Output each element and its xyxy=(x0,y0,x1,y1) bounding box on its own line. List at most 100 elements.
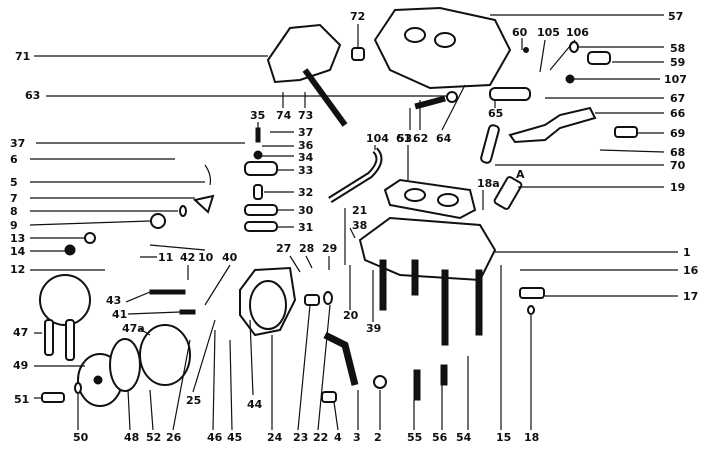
part-34 xyxy=(253,150,263,160)
leader-line-106 xyxy=(549,39,576,71)
part-label-54: 54 xyxy=(456,431,472,444)
part-57-bore-2 xyxy=(434,32,456,48)
part-57-top-cover xyxy=(373,6,512,90)
part-label-47a: 47a xyxy=(122,322,145,335)
leader-line-47a xyxy=(139,328,151,336)
leader-line-48 xyxy=(127,389,131,431)
leader-line-9 xyxy=(29,220,151,226)
part-label-22: 22 xyxy=(313,431,328,444)
part-71-cover xyxy=(266,23,342,84)
part-41 xyxy=(179,309,196,315)
leader-line-25 xyxy=(192,319,216,393)
part-label-48: 48 xyxy=(124,431,139,444)
part-label-73: 73 xyxy=(298,109,313,122)
part-label-106: 106 xyxy=(566,26,589,39)
part-label-17: 17 xyxy=(683,290,698,303)
part-label-28: 28 xyxy=(299,242,314,255)
part-22 xyxy=(323,291,333,305)
part-label-37: 37 xyxy=(10,137,25,150)
part-label-36: 36 xyxy=(298,139,314,152)
part-label-41: 41 xyxy=(112,308,127,321)
part-label-56: 56 xyxy=(432,431,448,444)
part-label-7: 7 xyxy=(10,192,18,205)
part-label-13: 13 xyxy=(10,232,25,245)
part-label-71: 71 xyxy=(15,50,30,63)
part-label-57: 57 xyxy=(668,10,683,23)
part-1-stud-1 xyxy=(379,259,387,311)
leader-line-27 xyxy=(289,255,301,273)
part-47-pipe-1 xyxy=(44,319,54,356)
part-51-screw xyxy=(41,392,65,403)
part-label-47: 47 xyxy=(13,326,28,339)
part-label-44: 44 xyxy=(247,398,263,411)
part-label-69: 69 xyxy=(670,127,685,140)
part-label-55: 55 xyxy=(407,431,422,444)
part-8 xyxy=(179,205,187,217)
part-47-pipe-2 xyxy=(65,319,75,361)
part-32 xyxy=(253,184,263,200)
part-47-cover xyxy=(39,274,91,326)
part-31 xyxy=(244,221,278,232)
part-48-diaphragm xyxy=(109,338,141,392)
part-label-24: 24 xyxy=(267,431,283,444)
leader-line-46 xyxy=(212,329,216,431)
part-label-53: 53 xyxy=(397,132,412,145)
part-label-37: 37 xyxy=(298,126,313,139)
part-43 xyxy=(149,289,186,295)
part-60 xyxy=(523,47,529,53)
leader-line-26 xyxy=(172,339,191,431)
part-label-68: 68 xyxy=(670,146,685,159)
part-104-hose-inner xyxy=(329,148,381,202)
part-14 xyxy=(64,244,76,256)
part-label-1: 1 xyxy=(683,246,691,259)
part-label-64: 64 xyxy=(436,132,452,145)
part-58 xyxy=(569,41,579,53)
part-1-main-body xyxy=(358,216,497,282)
part-label-10: 10 xyxy=(198,251,214,264)
leader-line-45 xyxy=(229,339,233,431)
part-53-hole-1 xyxy=(404,188,426,202)
part-65-tube xyxy=(489,87,531,101)
part-label-26: 26 xyxy=(166,431,182,444)
part-label-18a: 18a xyxy=(477,177,500,190)
part-17-jet xyxy=(519,287,545,299)
leader-line-22 xyxy=(317,304,331,431)
part-label-15: 15 xyxy=(496,431,511,444)
part-66-lever xyxy=(508,106,597,144)
part-label-32: 32 xyxy=(298,186,313,199)
part-label-34: 34 xyxy=(298,151,314,164)
part-47a-body xyxy=(139,324,191,386)
leader-line-4 xyxy=(333,401,339,431)
part-label-40: 40 xyxy=(222,251,238,264)
part-label-70: 70 xyxy=(670,159,686,172)
leader-line-64 xyxy=(441,84,466,131)
leader-line-105 xyxy=(539,39,546,73)
part-35 xyxy=(255,127,261,143)
part-label-38: 38 xyxy=(352,219,367,232)
part-71-rod xyxy=(302,68,348,127)
leader-line-23 xyxy=(297,304,311,431)
part-label-14: 14 xyxy=(10,245,26,258)
part-label-8: 8 xyxy=(10,205,18,218)
part-69-spring xyxy=(614,126,638,138)
part-label-27: 27 xyxy=(276,242,291,255)
part-72 xyxy=(351,47,365,61)
part-label-46: 46 xyxy=(207,431,223,444)
leader-line-10 xyxy=(149,244,206,251)
part-5 xyxy=(204,164,212,186)
part-label-62: 62 xyxy=(413,132,428,145)
leader-line-38 xyxy=(349,227,356,239)
part-55-screw xyxy=(413,369,421,401)
part-label-39: 39 xyxy=(366,322,381,335)
part-label-3: 3 xyxy=(353,431,361,444)
part-label-18: 18 xyxy=(524,431,539,444)
part-7 xyxy=(192,194,215,214)
part-9 xyxy=(150,213,166,229)
part-53-gasket xyxy=(383,178,477,220)
part-label-25: 25 xyxy=(186,394,201,407)
part-label-16: 16 xyxy=(683,264,699,277)
part-3-lever xyxy=(323,331,359,386)
part-label-74: 74 xyxy=(276,109,292,122)
